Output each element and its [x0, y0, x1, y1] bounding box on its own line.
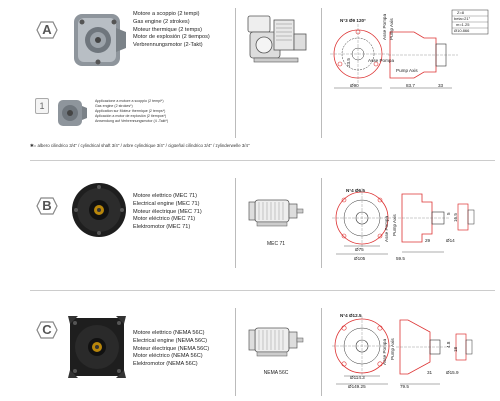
sub-line: Applicazione a motore a scoppio (2 tempi…: [95, 99, 164, 103]
pump-axis-a2: Pump Axis: [396, 68, 418, 73]
sub-item-number: 1: [35, 98, 49, 114]
dim-w-b: 29: [425, 238, 431, 243]
desc-line: Moteur thermique (2 temps): [133, 26, 203, 33]
gas-engine-flange-drawing: [328, 8, 498, 98]
electric-motor-drawing: [245, 196, 305, 228]
desc-line: Motor de explosión (2 tiempos): [133, 34, 210, 41]
desc-line: Elektromotor (NEMA 56C): [133, 361, 198, 368]
divider: [321, 178, 322, 268]
section-c-letter: C: [42, 322, 52, 337]
pump-axis-a: Pump Axis: [389, 18, 394, 40]
section-b-description: Motore elettrico (MEC 71) Electrical eng…: [133, 193, 202, 232]
mec71-label: MEC 71: [266, 241, 286, 247]
asse-pompa-a2: Asse Pompa: [368, 58, 395, 63]
sub-line: Gas engine (2 strokes*): [95, 104, 133, 108]
pump-axis-b: Pump Axis: [392, 214, 397, 236]
dim-len2-a: 33: [438, 83, 444, 88]
mec71-flange-drawing: [330, 180, 495, 265]
desc-line: Elektromotor (MEC 71): [133, 224, 191, 231]
sub-line: Aplicación a motor de explosión (2 tiemp…: [95, 114, 167, 118]
sub-item-description: Applicazione a motore a scoppio (2 tempi…: [95, 99, 168, 124]
desc-line: Electrical engine (NEMA 56C): [133, 337, 207, 344]
desc-line: Motor eléctrico (MEC 71): [133, 216, 196, 223]
asse-pompa-c: Asse Pompa: [382, 338, 387, 365]
holes-label-a: N°3 Ø9 120°: [340, 18, 366, 23]
dim-d2-b: Ø105: [354, 256, 366, 261]
key-z: Z=8: [457, 10, 465, 15]
dim-d2-c: Ø149.25: [348, 384, 366, 389]
dim-d1-b: Ø75: [355, 247, 364, 252]
pump-axis-c: Pump Axis: [390, 338, 395, 360]
dim-len-c: 79.5: [400, 384, 409, 389]
gas-engine-drawing: [244, 10, 310, 66]
electric-motor-drawing-2: [245, 324, 305, 358]
desc-line: Gas engine (2 strokes): [133, 18, 190, 25]
section-c-badge: C: [36, 321, 58, 339]
nema56c-flange-photo: [66, 312, 128, 382]
dim-k1-b: 5: [446, 212, 451, 215]
desc-line: Moteur électrique (NEMA 56C): [133, 345, 210, 352]
section-a-badge: A: [36, 21, 58, 39]
divider: [235, 308, 236, 396]
dim-k2-c: 18: [453, 346, 458, 352]
desc-line: Verbrennungsmotor (2-Takt): [133, 42, 203, 49]
mec71-flange-photo: [70, 180, 128, 240]
divider: [321, 308, 322, 396]
nema56c-label: NEMA 56C: [263, 370, 289, 376]
sub-line: Application sur Moteur thermique (2 temp…: [95, 109, 166, 113]
footnote: ✱= albero cilindrico 3/4" / cylindrical …: [30, 143, 250, 148]
dim-len1-a: 83.7: [406, 83, 415, 88]
key-m: m=1.25: [456, 22, 470, 27]
dim-k2-b: 16.5: [453, 213, 458, 222]
dim-d-outer-a: Ø90: [350, 83, 359, 88]
asse-pompa-b: Asse Pompa: [384, 215, 389, 242]
divider: [321, 8, 322, 138]
key-d: Ø10.866: [454, 28, 470, 33]
desc-line: Electrical engine (MEC 71): [133, 200, 200, 207]
sub-line: Anwendung auf Verbrennungsmotor (4 -Takt…: [95, 119, 169, 123]
holes-label-b: N°4 Ø6.5: [346, 188, 365, 193]
desc-line: Motore elettrico (NEMA 56C): [133, 330, 205, 336]
adapter-small-photo: [54, 94, 88, 132]
dim-h-a: 23.5: [346, 58, 351, 67]
desc-line: Motore a scoppio (2 tempi): [133, 11, 200, 17]
section-divider: [30, 290, 495, 291]
asse-pompa-a: Asse Pompa: [382, 13, 387, 40]
divider: [235, 178, 236, 268]
desc-line: Moteur électrique (MEC 71): [133, 208, 202, 215]
gas-engine-adapter-photo: [68, 8, 128, 72]
section-a-description: Motore a scoppio (2 tempi) Gas engine (2…: [133, 11, 210, 50]
nema56c-flange-drawing: [330, 312, 495, 396]
section-b-badge: B: [36, 197, 58, 215]
section-divider: [30, 160, 495, 161]
section-a-letter: A: [42, 22, 52, 37]
dim-w-c: 31: [427, 370, 433, 375]
desc-line: Motore elettrico (MEC 71): [133, 193, 198, 199]
holes-label-c: N°4 Ø12.5: [340, 313, 362, 318]
dim-k1-c: 4.8: [446, 341, 451, 348]
section-c-description: Motore elettrico (NEMA 56C) Electrical e…: [133, 330, 209, 369]
dim-d3-b: Ø14: [446, 238, 455, 243]
section-b-letter: B: [42, 198, 52, 213]
dim-d3-c: Ø15.9: [446, 370, 459, 375]
dim-d1-c: Ø114.3: [350, 375, 365, 380]
desc-line: Motor eléctrico (NEMA 56C): [133, 353, 203, 360]
divider: [235, 8, 236, 138]
dim-len-b: 59.5: [396, 256, 405, 261]
key-beta: beta=21°: [454, 16, 471, 21]
